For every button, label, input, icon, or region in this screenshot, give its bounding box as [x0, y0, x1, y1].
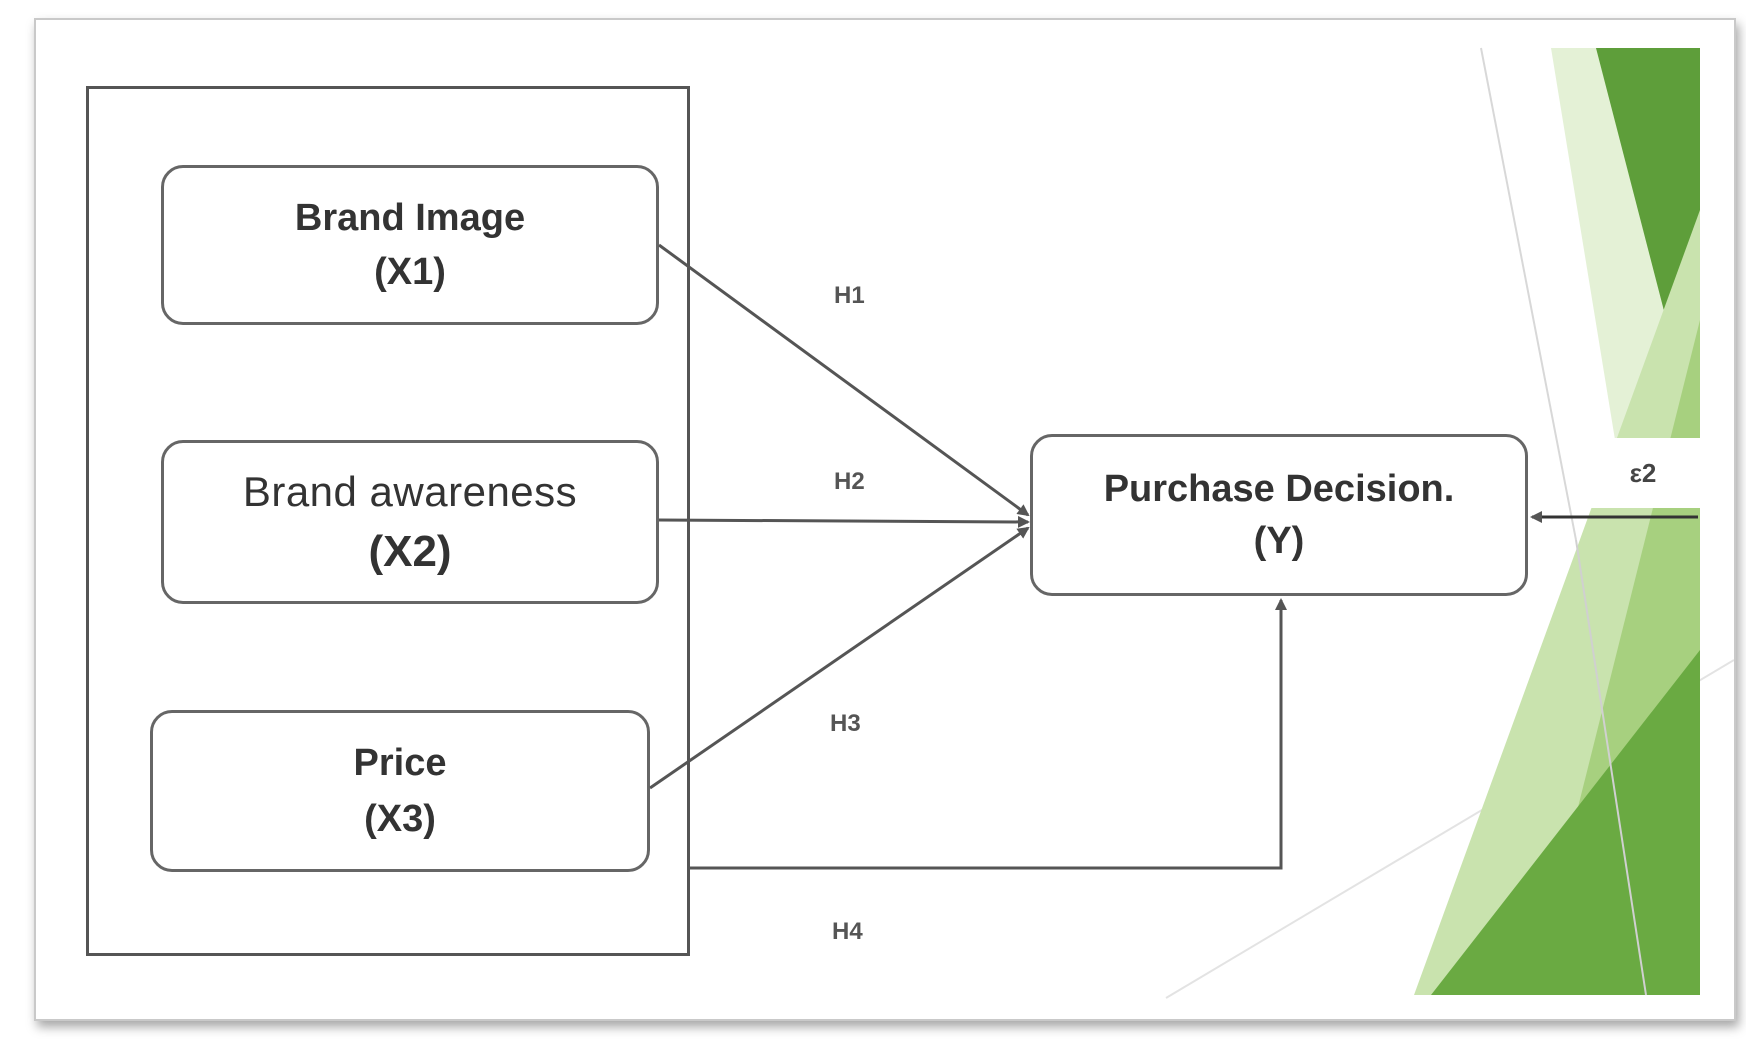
error-term-label: ε2	[1578, 438, 1708, 508]
brand-awareness-label: Brand awareness	[242, 468, 578, 515]
hypothesis-label-h4: H4	[832, 918, 863, 945]
price-box: Price (X3)	[150, 710, 650, 872]
hypothesis-label-h2: H2	[834, 468, 865, 495]
diagram-slide: Brand Image (X1) Brand awareness (X2) Pr…	[34, 18, 1736, 1021]
hypothesis-label-h1: H1	[834, 282, 865, 309]
brand-image-box: Brand Image (X1)	[161, 165, 659, 325]
brand-image-code: (X1)	[374, 251, 446, 293]
price-code: (X3)	[364, 798, 436, 840]
purchase-decision-label: Purchase Decision.	[1103, 468, 1455, 510]
brand-awareness-code: (X2)	[368, 527, 452, 576]
purchase-decision-box: Purchase Decision. (Y)	[1030, 434, 1528, 596]
decor-line	[1480, 47, 1577, 541]
hypothesis-label-h3: H3	[830, 710, 861, 737]
purchase-decision-code: (Y)	[1253, 520, 1305, 562]
brand-awareness-box: Brand awareness (X2)	[161, 440, 659, 604]
brand-image-label: Brand Image	[294, 197, 526, 239]
price-label: Price	[353, 742, 447, 784]
decor-line	[1575, 539, 1647, 996]
